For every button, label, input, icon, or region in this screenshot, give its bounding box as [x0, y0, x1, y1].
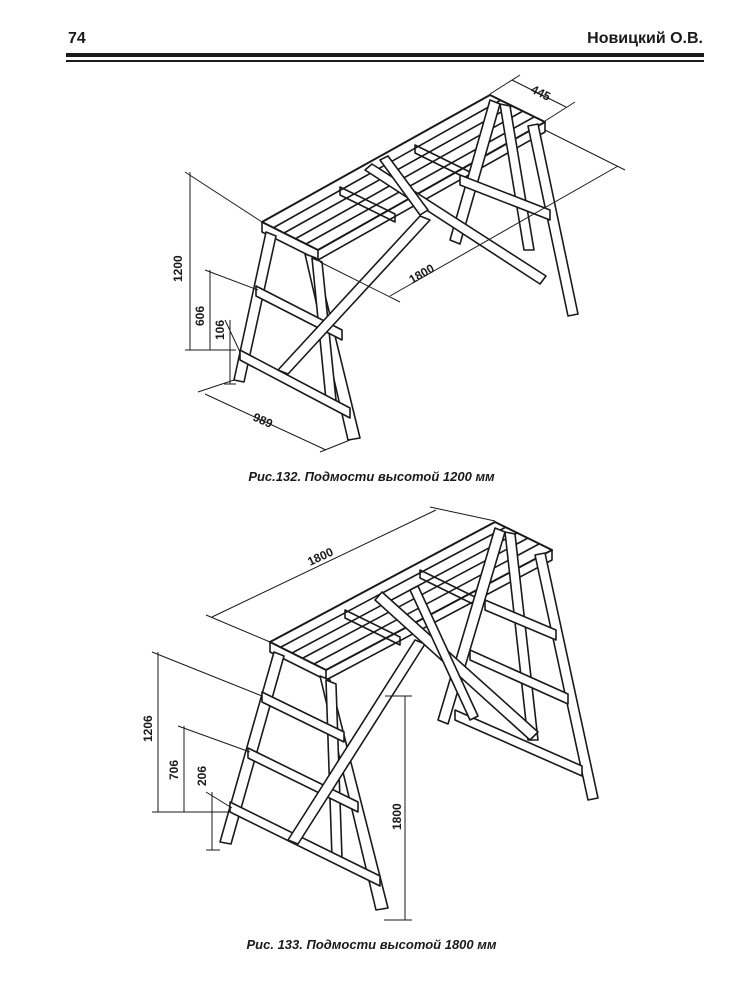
scaffold-1800-dimension-lines	[151, 506, 496, 921]
dim-width-label: 445	[529, 82, 553, 104]
page-number: 74	[68, 30, 86, 47]
author-name: Новицкий О.В.	[587, 30, 703, 47]
dim-height-label: 1800	[390, 803, 404, 830]
figure-133-caption: Рис. 133. Подмости высотой 1800 мм	[246, 937, 497, 952]
scaffold-1800-drawing: 1800 1800 1206 706 206	[141, 506, 599, 921]
scaffold-1800-structure	[219, 521, 599, 911]
header-rule-thin	[66, 60, 704, 62]
dim-base-span-label: 989	[251, 410, 275, 431]
scaffold-1200-structure	[233, 94, 579, 441]
dim-rung-low-label: 206	[195, 766, 209, 786]
dim-rung-mid-label: 706	[167, 760, 181, 780]
dim-length-label: 1800	[407, 261, 437, 287]
dim-rung-lower-label: 106	[213, 320, 227, 340]
dim-height-label: 1200	[171, 255, 185, 282]
dim-rung-top-label: 1206	[141, 715, 155, 742]
scaffold-1200-drawing: 445 1800 1200 606 106 989	[171, 74, 626, 453]
dim-rung-upper-label: 606	[193, 306, 207, 326]
figure-132-caption: Рис.132. Подмости высотой 1200 мм	[248, 469, 495, 484]
scaffold-1200-dimension-lines	[184, 74, 626, 453]
header-rule-thick	[66, 53, 704, 57]
